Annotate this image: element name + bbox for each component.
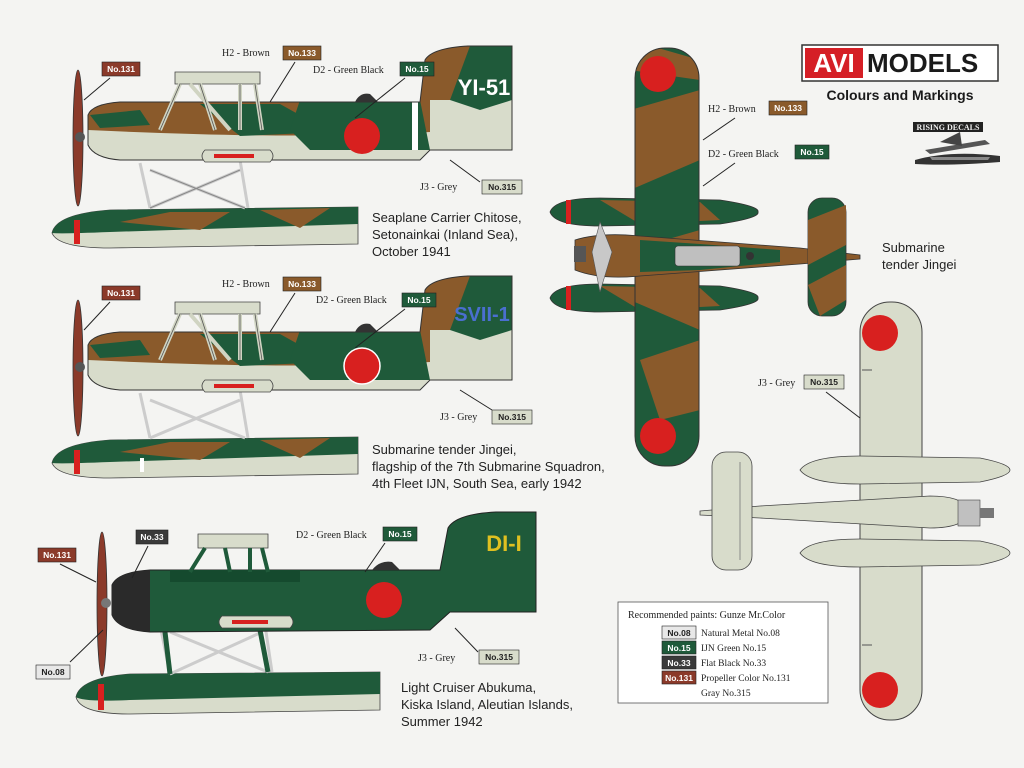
- caption-1-line-1: Seaplane Carrier Chitose,: [372, 210, 522, 225]
- caption-2-line-1: Submarine tender Jingei,: [372, 442, 517, 457]
- caption-2-line-3: 4th Fleet IJN, South Sea, early 1942: [372, 476, 582, 491]
- paint-badge-315: No.315: [488, 182, 516, 192]
- paint-badge-315-2: No.315: [498, 412, 526, 422]
- callout-d2-top: D2 - Green Black No.15: [702, 144, 830, 187]
- callout-131-3: No.131: [37, 547, 97, 583]
- paint-badge-315-3: No.315: [485, 652, 513, 662]
- caption-3-line-2: Kiska Island, Aleutian Islands,: [401, 697, 573, 712]
- callout-j3-label-bottom: J3 - Grey: [758, 378, 795, 389]
- callout-33-3: No.33: [131, 529, 169, 579]
- caption-profile-1: Seaplane Carrier Chitose, Setonainkai (I…: [372, 210, 522, 259]
- callout-131-2: No.131: [83, 285, 141, 331]
- brand-avi: AVI: [813, 48, 854, 78]
- aircraft-profile-2: SVII-1: [51, 275, 513, 479]
- legend-title: Recommended paints: Gunze Mr.Color: [628, 610, 786, 621]
- callout-j3-bottom: J3 - Grey No.315: [758, 374, 861, 419]
- callout-h2-label: H2 - Brown: [222, 48, 270, 59]
- aircraft-code-1: YI-51: [458, 75, 511, 100]
- paint-badge-15-top: No.15: [800, 147, 823, 157]
- legend-row-3-code: No.33: [667, 658, 690, 668]
- paint-badge-133: No.133: [288, 48, 316, 58]
- caption-2-line-2: flagship of the 7th Submarine Squadron,: [372, 459, 605, 474]
- callout-j3-label-2: J3 - Grey: [440, 412, 477, 423]
- callout-d2-label-top: D2 - Green Black: [708, 149, 779, 160]
- paint-badge-315-bottom: No.315: [810, 377, 838, 387]
- legend-row-2-name: IJN Green No.15: [701, 644, 766, 654]
- legend-row-1-code: No.08: [667, 628, 690, 638]
- paint-badge-15-3: No.15: [388, 529, 411, 539]
- caption-top-view: Submarine tender Jingei: [882, 240, 957, 272]
- legend-row-4-code: No.131: [665, 673, 693, 683]
- paint-badge-15-2: No.15: [407, 295, 430, 305]
- callout-h2-1: H2 - Brown No.133: [222, 45, 322, 103]
- caption-1-line-2: Setonainkai (Inland Sea),: [372, 227, 518, 242]
- aircraft-profile-1: YI-51: [51, 45, 513, 249]
- rising-decals-logo: RISING DECALS: [913, 122, 1000, 165]
- rising-decals-text: RISING DECALS: [917, 123, 980, 132]
- legend-row-2-code: No.15: [667, 643, 690, 653]
- callout-d2-2: D2 - Green Black No.15: [316, 292, 437, 349]
- callout-h2-label-top: H2 - Brown: [708, 104, 756, 115]
- callout-j3-3: J3 - Grey No.315: [418, 627, 520, 665]
- callout-h2-2: H2 - Brown No.133: [222, 276, 322, 333]
- paint-legend: Recommended paints: Gunze Mr.Color No.08…: [617, 601, 829, 704]
- paint-badge-131-2: No.131: [107, 288, 135, 298]
- callout-d2-label-3: D2 - Green Black: [296, 530, 367, 541]
- paint-badge-131: No.131: [107, 64, 135, 74]
- caption-3-line-3: Summer 1942: [401, 714, 483, 729]
- legend-row-5-name: Gray No.315: [701, 689, 751, 699]
- paint-badge-33: No.33: [140, 532, 163, 542]
- caption-profile-3: Light Cruiser Abukuma, Kiska Island, Ale…: [401, 680, 573, 729]
- callout-d2-1: D2 - Green Black No.15: [313, 61, 435, 119]
- callout-d2-label-2: D2 - Green Black: [316, 295, 387, 306]
- legend-row-3-name: Flat Black No.33: [701, 659, 766, 669]
- aircraft-profile-3: DI-I: [75, 511, 537, 715]
- aircraft-code-2: SVII-1: [454, 304, 510, 326]
- legend-row-4-name: Propeller Color No.131: [701, 674, 791, 684]
- callout-d2-label: D2 - Green Black: [313, 65, 384, 76]
- paint-badge-131-3: No.131: [43, 550, 71, 560]
- legend-row-1-name: Natural Metal No.08: [701, 629, 780, 639]
- paint-badge-08: No.08: [41, 667, 64, 677]
- callout-08-3: No.08: [35, 629, 104, 680]
- callout-j3-label: J3 - Grey: [420, 182, 457, 193]
- caption-3-line-1: Light Cruiser Abukuma,: [401, 680, 536, 695]
- caption-profile-2: Submarine tender Jingei, flagship of the…: [372, 442, 605, 491]
- brand-logo: AVI MODELS: [801, 44, 999, 82]
- brand-subtitle: Colours and Markings: [826, 87, 973, 103]
- paint-badge-133-top: No.133: [774, 103, 802, 113]
- callout-j3-label-3: J3 - Grey: [418, 653, 455, 664]
- aircraft-top-view: [549, 47, 861, 467]
- callout-131-1: No.131: [83, 61, 141, 101]
- paint-badge-133-2: No.133: [288, 279, 316, 289]
- callout-j3-1: J3 - Grey No.315: [420, 159, 523, 195]
- callout-h2-label-2: H2 - Brown: [222, 279, 270, 290]
- aircraft-bottom-view: [699, 301, 1011, 721]
- brand-models: MODELS: [867, 48, 978, 78]
- caption-top-line-1: Submarine: [882, 240, 945, 255]
- paint-badge-15: No.15: [405, 64, 428, 74]
- callout-h2-top: H2 - Brown No.133: [702, 100, 808, 141]
- caption-top-line-2: tender Jingei: [882, 257, 957, 272]
- callout-j3-2: J3 - Grey No.315: [440, 389, 533, 425]
- callout-d2-3: D2 - Green Black No.15: [296, 526, 418, 573]
- caption-1-line-3: October 1941: [372, 244, 451, 259]
- aircraft-code-3: DI-I: [486, 531, 521, 556]
